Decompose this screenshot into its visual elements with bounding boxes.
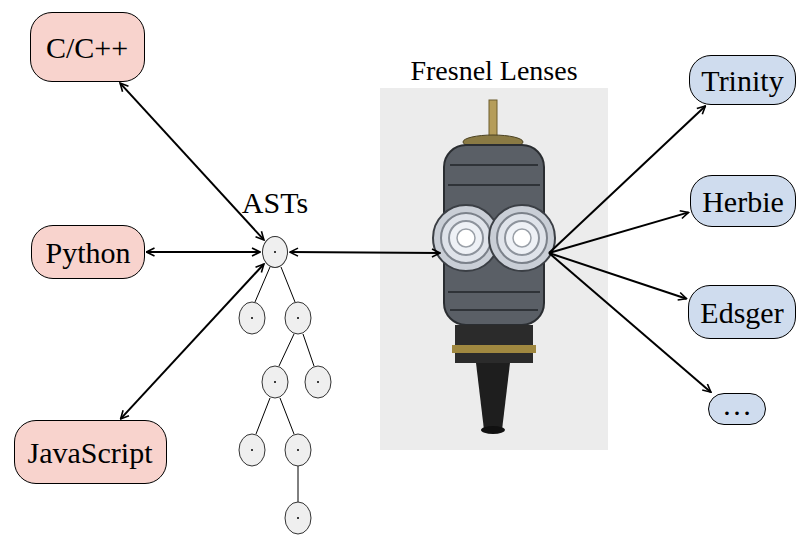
node-label: JavaScript: [28, 436, 153, 469]
node-label: …: [722, 393, 752, 425]
node-label: Fresnel Lenses: [410, 56, 577, 87]
fresnel-lens-illustration: [433, 100, 555, 434]
connector-arrow: [549, 253, 687, 299]
backend-box: Trinity: [689, 55, 796, 105]
backend-box: Edsger: [688, 285, 796, 339]
ast-root-node: ASTs: [262, 236, 288, 268]
backend-box: Herbie: [690, 175, 796, 227]
node-label: Edsger: [700, 296, 783, 329]
lens-photo-ground: [380, 88, 608, 450]
language-box: JavaScript: [14, 420, 167, 484]
language-box: C/C++: [30, 12, 145, 82]
node-label: ASTs: [242, 186, 308, 219]
connector-arrow: [147, 251, 261, 253]
lens-figure-frame: Fresnel Lenses: [380, 50, 608, 450]
connector-arrow: [549, 253, 711, 392]
node-label: C/C++: [46, 31, 128, 64]
node-label: Herbie: [702, 185, 784, 218]
language-box: Python: [31, 225, 145, 279]
connector-arrow: [290, 251, 440, 254]
tree-node-dot: [274, 251, 276, 253]
backend-box: …: [708, 393, 766, 425]
node-label: Python: [45, 236, 130, 269]
connector-arrow: [549, 212, 689, 253]
connector-arrow: [121, 264, 264, 419]
node-label: Trinity: [701, 64, 783, 97]
ast-tree: [239, 267, 331, 534]
connector-arrow: [549, 106, 705, 253]
